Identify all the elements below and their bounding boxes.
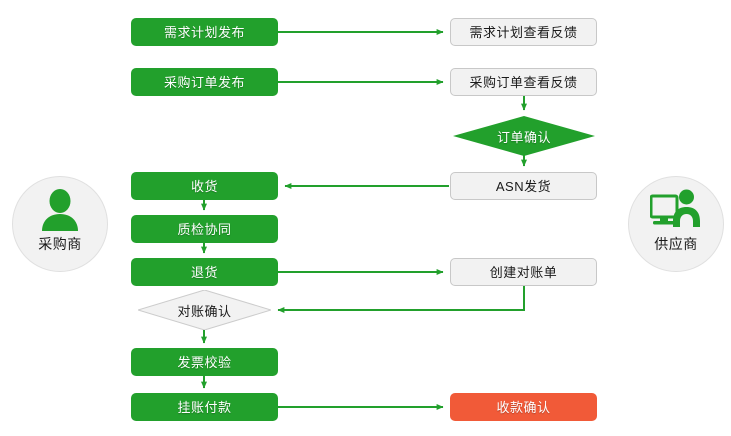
actor-buyer-label: 采购商 bbox=[38, 236, 82, 252]
node-asn-shipment[interactable]: ASN发货 bbox=[450, 172, 597, 200]
node-order-confirm[interactable]: 订单确认 bbox=[453, 116, 595, 156]
node-receipt-confirm[interactable]: 收款确认 bbox=[450, 393, 597, 421]
actor-buyer[interactable]: 采购商 bbox=[12, 176, 108, 272]
actor-supplier[interactable]: 供应商 bbox=[628, 176, 724, 272]
actor-supplier-label: 供应商 bbox=[654, 236, 698, 252]
node-create-statement[interactable]: 创建对账单 bbox=[450, 258, 597, 286]
node-demand-plan-publish[interactable]: 需求计划发布 bbox=[131, 18, 278, 46]
node-po-feedback[interactable]: 采购订单查看反馈 bbox=[450, 68, 597, 96]
node-payable-payment[interactable]: 挂账付款 bbox=[131, 393, 278, 421]
node-invoice-verify[interactable]: 发票校验 bbox=[131, 348, 278, 376]
node-statement-confirm-label: 对账确认 bbox=[177, 303, 232, 319]
node-statement-confirm[interactable]: 对账确认 bbox=[138, 290, 271, 330]
edge-statement-to-confirm bbox=[277, 286, 525, 313]
node-return-goods[interactable]: 退货 bbox=[131, 258, 278, 286]
person-computer-icon bbox=[648, 188, 704, 232]
node-quality-collab[interactable]: 质检协同 bbox=[131, 215, 278, 243]
node-order-confirm-label: 订单确认 bbox=[496, 129, 551, 145]
person-icon bbox=[32, 188, 88, 232]
node-receiving[interactable]: 收货 bbox=[131, 172, 278, 200]
node-po-publish[interactable]: 采购订单发布 bbox=[131, 68, 278, 96]
node-demand-plan-feedback[interactable]: 需求计划查看反馈 bbox=[450, 18, 597, 46]
